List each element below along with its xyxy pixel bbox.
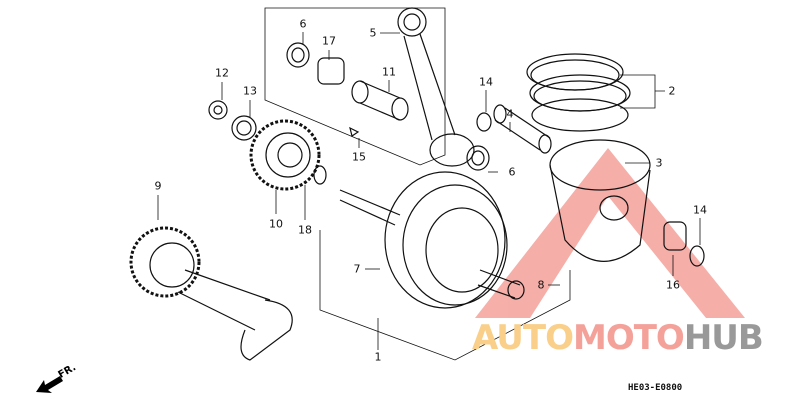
watermark-triangle bbox=[475, 148, 745, 318]
callout-14: 14 bbox=[693, 203, 707, 217]
callout-13: 13 bbox=[243, 84, 257, 98]
callout-17: 17 bbox=[322, 34, 336, 48]
callout-6: 6 bbox=[299, 17, 307, 31]
watermark-logo: AUTOMOTOHUB bbox=[472, 318, 764, 358]
callout-1: 1 bbox=[374, 350, 382, 364]
balancer-shaft bbox=[129, 226, 293, 361]
callout-15: 15 bbox=[352, 150, 366, 164]
callout-16: 16 bbox=[666, 278, 680, 292]
connecting-rod bbox=[397, 7, 475, 167]
gear-10 bbox=[249, 119, 321, 191]
crankshaft bbox=[339, 171, 525, 309]
callout-9: 9 bbox=[154, 179, 162, 193]
piston bbox=[549, 139, 651, 262]
piston-pin bbox=[493, 104, 552, 154]
crank-pin bbox=[351, 80, 409, 121]
callout-2: 2 bbox=[668, 84, 676, 98]
watermark-moto: MOTO bbox=[572, 318, 685, 358]
callout-8: 8 bbox=[537, 278, 545, 292]
callout-18: 18 bbox=[298, 223, 312, 237]
watermark-hub: HUB bbox=[683, 318, 764, 358]
diagram-code: HE03-E0800 bbox=[628, 383, 683, 393]
watermark-auto: AUTO bbox=[472, 318, 574, 358]
callout-7: 7 bbox=[353, 262, 361, 276]
callout-12: 12 bbox=[215, 66, 229, 80]
callout-5: 5 bbox=[369, 26, 377, 40]
callout-10: 10 bbox=[269, 217, 283, 231]
callout-3: 3 bbox=[655, 156, 663, 170]
callout-6: 6 bbox=[508, 165, 516, 179]
callout-11: 11 bbox=[382, 65, 396, 79]
front-arrow-icon bbox=[36, 376, 63, 393]
piston-rings bbox=[526, 53, 631, 132]
callout-14: 14 bbox=[479, 75, 493, 89]
callout-4: 4 bbox=[506, 107, 514, 121]
